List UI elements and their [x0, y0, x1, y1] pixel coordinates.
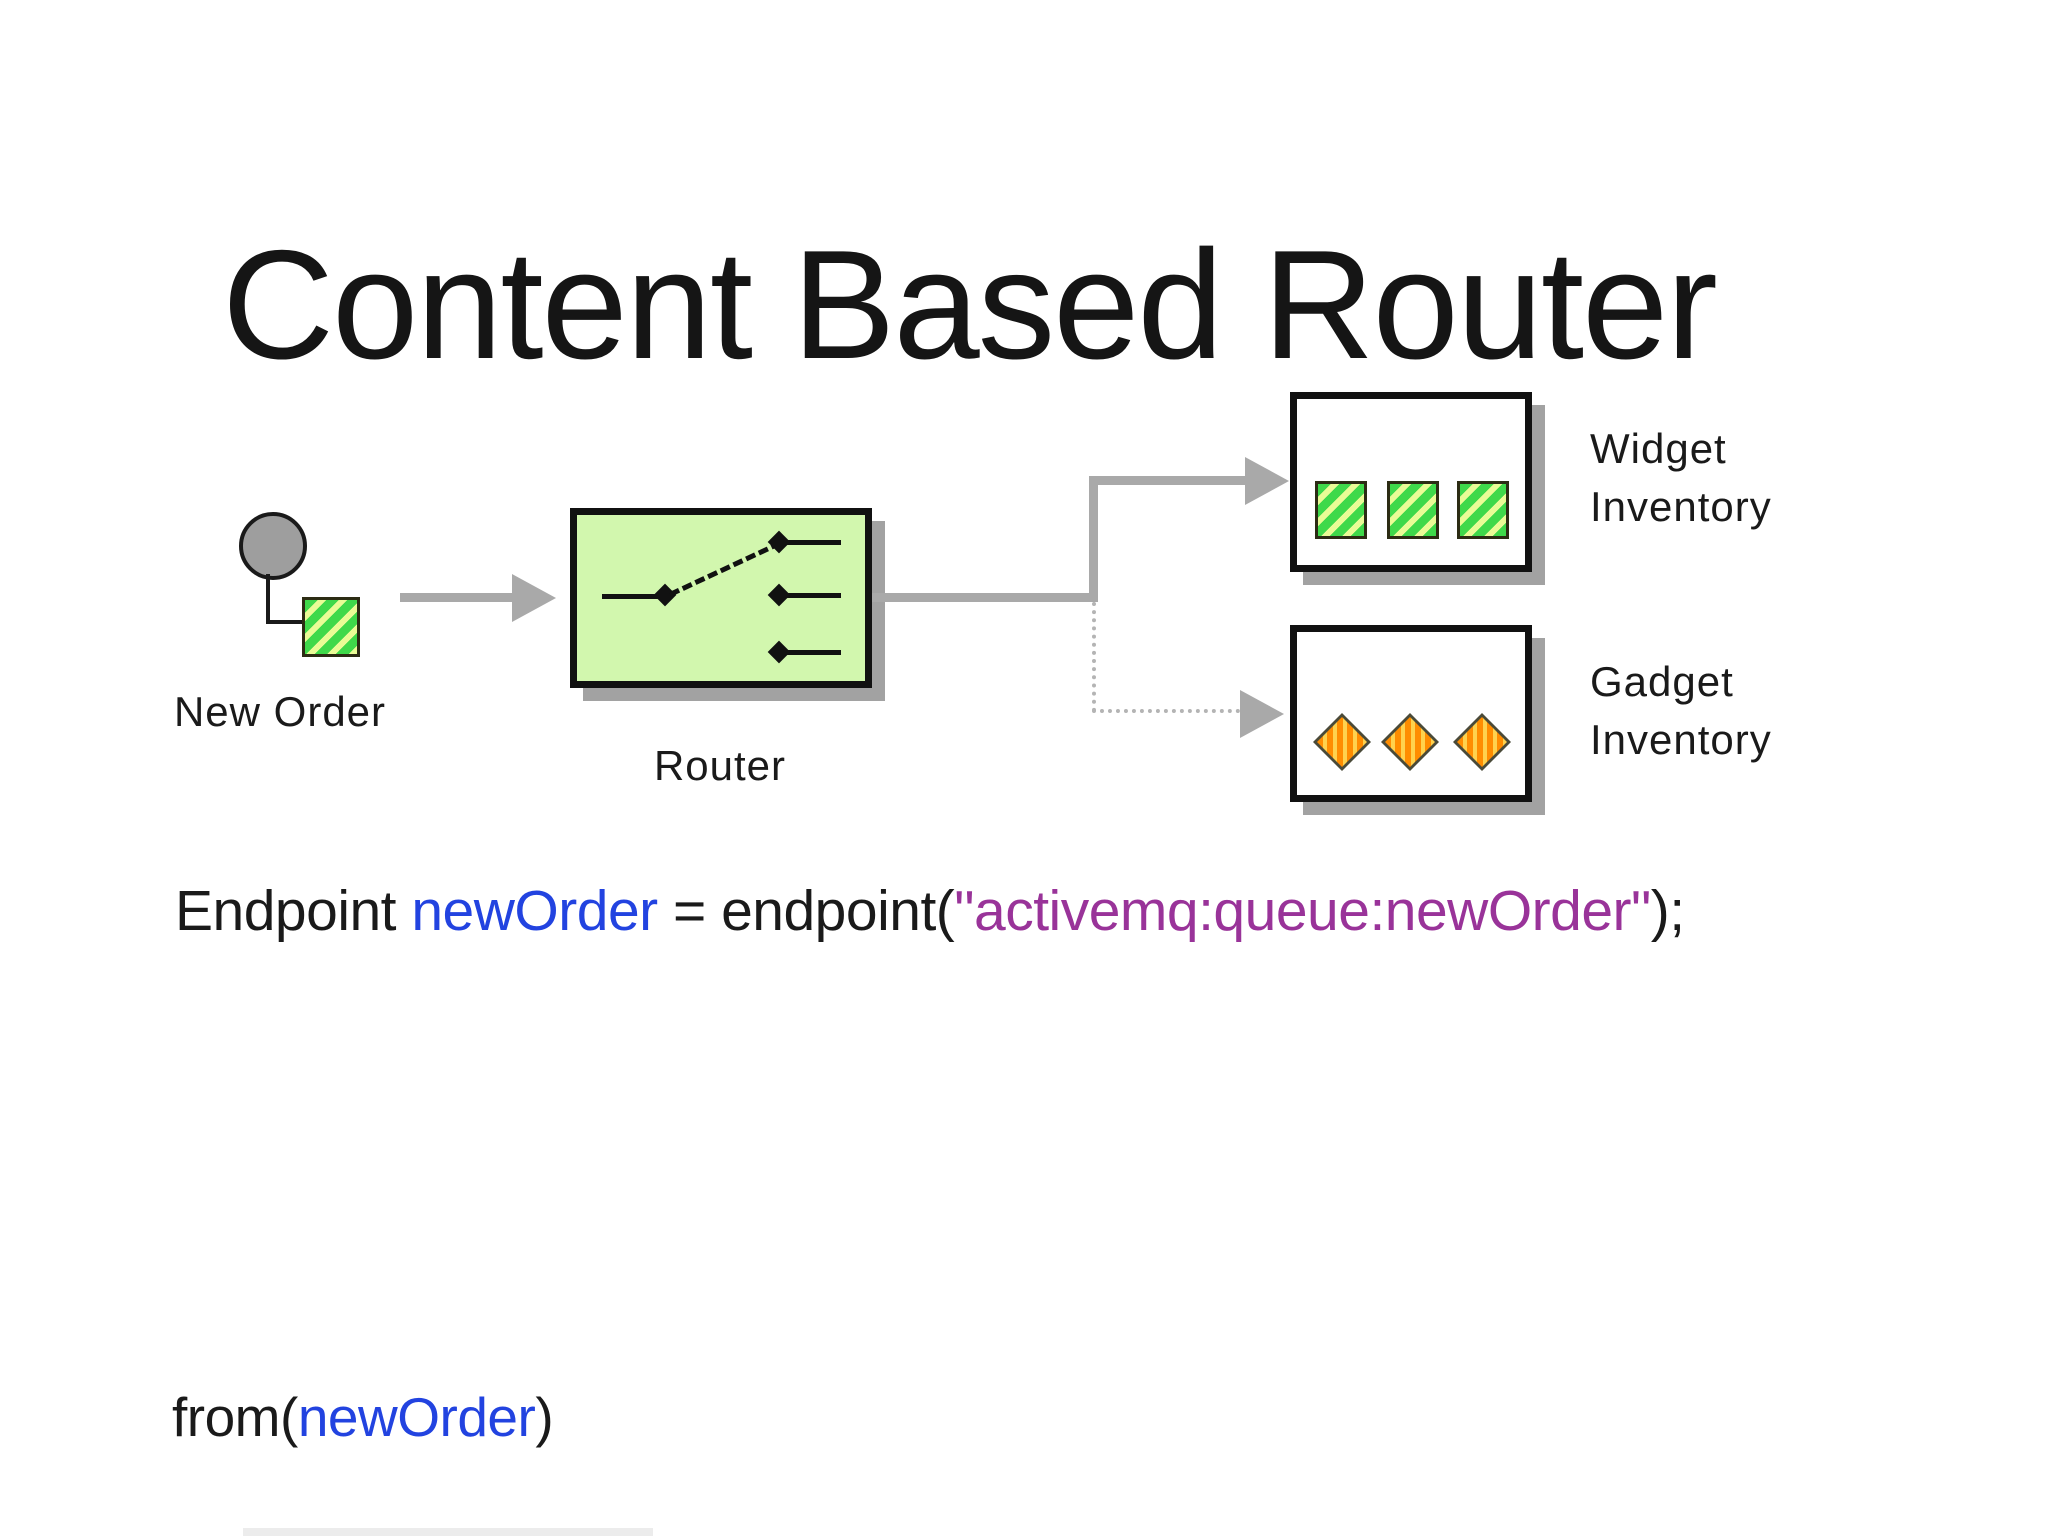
switch-out-line-bottom: [781, 650, 841, 655]
new-order-label: New Order: [173, 688, 387, 735]
gadget-item-fill: [1317, 717, 1367, 767]
widget-branch-vertical-line: [1089, 476, 1098, 602]
input-arrow-line: [400, 593, 512, 602]
code-segment: Endpoint: [175, 879, 412, 943]
router-output-line: [872, 593, 1098, 602]
router-box: [570, 508, 872, 688]
code-segment: "activemq:queue:newOrder": [954, 879, 1651, 943]
widget-branch-horizontal-line: [1089, 476, 1245, 485]
gadget-branch-dotted-horizontal: [1092, 709, 1240, 713]
switch-out-line-middle: [781, 593, 841, 598]
input-arrow-right-icon: [512, 574, 556, 622]
router-label: Router: [653, 742, 787, 789]
code-segment: );: [1650, 879, 1685, 943]
message-connector-horizontal: [266, 620, 304, 624]
gadget-arrow-right-icon: [1240, 690, 1284, 738]
widget-inventory-box: [1290, 392, 1532, 572]
code-segment: from(: [172, 1386, 298, 1448]
code-segment: newOrder: [411, 879, 658, 943]
switch-out-line-top: [781, 540, 841, 545]
gadget-item-fill: [1457, 717, 1507, 767]
code-line-from: from(newOrder): [172, 1382, 869, 1452]
code-segment: newOrder: [297, 1386, 536, 1448]
gadget-label-line1: Gadget: [1590, 658, 1734, 705]
new-order-message-icon: [302, 597, 360, 657]
gadget-inventory-box: [1290, 625, 1532, 802]
widget-inventory-label: Widget Inventory: [1590, 420, 1772, 536]
page-title: Content Based Router: [222, 217, 1718, 391]
endpoint-code-line: Endpoint newOrder = endpoint("activemq:q…: [175, 878, 1685, 944]
widget-arrow-right-icon: [1245, 457, 1289, 505]
gadget-inventory-label: Gadget Inventory: [1590, 653, 1772, 769]
gadget-branch-dotted-vertical: [1092, 602, 1096, 712]
route-code-block: from(newOrder) .choice() .when(isWidget)…: [172, 1242, 869, 1536]
message-connector-vertical: [266, 574, 270, 624]
widget-item-icon: [1315, 481, 1367, 539]
gadget-item-icon: [1313, 713, 1371, 771]
widget-label-line2: Inventory: [1590, 483, 1772, 530]
widget-label-line1: Widget: [1590, 425, 1727, 472]
message-circle-icon: [239, 512, 307, 580]
code-segment: ): [535, 1386, 554, 1448]
switch-dashed-arm-icon: [668, 540, 782, 597]
code-segment: = endpoint(: [657, 879, 955, 943]
gadget-item-icon: [1453, 713, 1511, 771]
widget-item-icon: [1457, 481, 1509, 539]
widget-item-icon: [1387, 481, 1439, 539]
gadget-label-line2: Inventory: [1590, 716, 1772, 763]
bottom-edge-artifact: [243, 1528, 653, 1536]
gadget-item-fill: [1385, 717, 1435, 767]
switch-in-line: [602, 594, 668, 599]
gadget-item-icon: [1381, 713, 1439, 771]
